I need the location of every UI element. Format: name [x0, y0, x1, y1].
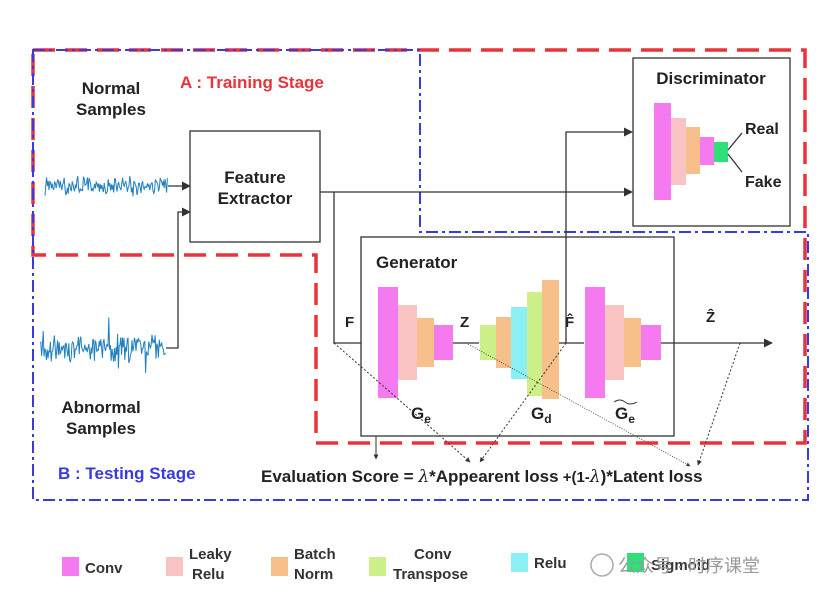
ge-conv-layer-2 [434, 325, 453, 360]
legend-swatch-batch-norm [271, 557, 288, 576]
wechat-icon [590, 553, 614, 577]
legend-label-batch-norm-line1: Batch [294, 546, 336, 563]
ge-tilde-mark [613, 399, 638, 405]
evaluation-score-formula: Evaluation Score = λ*Appearent loss +(1-… [261, 467, 703, 487]
gd-label: Gd [531, 404, 552, 426]
reconstructed-f-label: F̂ [565, 312, 574, 331]
feature-extractor-label-line1: Feature [224, 168, 285, 187]
legend-label-conv-transpose-line1: Conv [414, 546, 452, 563]
gd-convtranspose-layer [480, 325, 496, 360]
legend-swatch-sigmoid [627, 553, 644, 572]
recon-to-discriminator-arrow [559, 127, 633, 344]
ge-conv-layer [378, 287, 398, 398]
training-stage-title: A : Training Stage [180, 73, 324, 92]
disc-fake-label: Fake [745, 174, 782, 191]
ge-leaky-relu-layer [398, 305, 417, 380]
disc-leaky-relu-layer [671, 118, 686, 185]
abnormal-samples-label-line1: Abnormal [61, 398, 140, 417]
disc-sigmoid-layer [714, 142, 728, 162]
legend-label-sigmoid: Sigmoid [651, 557, 710, 574]
appearent-loss-fhat-connector [479, 342, 567, 463]
watermark: 公众号 · 时序课堂 [590, 553, 760, 577]
watermark-text: 公众号 · 时序课堂 [618, 556, 760, 576]
gd-batch-norm-layer-2 [542, 280, 559, 399]
abnormal-samples-label-line2: Samples [66, 419, 136, 438]
ge2-batch-norm-layer [624, 318, 641, 367]
gd-relu-layer [511, 307, 527, 379]
legend-label-leaky-relu-line2: Relu [192, 566, 225, 583]
legend-label-batch-norm-line2: Norm [294, 566, 333, 583]
abnormal-to-extractor-arrow [166, 207, 191, 349]
disc-fake-branch [727, 153, 743, 173]
normal-signal-waveform [44, 175, 168, 197]
disc-conv-layer-2 [700, 137, 714, 165]
feature-extractor-box [189, 130, 321, 243]
normal-samples-label-line2: Samples [76, 100, 146, 119]
normal-samples-label-line1: Normal [82, 79, 141, 98]
latent-loss-zhat-connector [697, 342, 741, 466]
abnormal-signal-waveform [39, 317, 166, 373]
disc-real-label: Real [745, 121, 779, 138]
legend-label-conv: Conv [85, 560, 123, 577]
disc-batch-norm-layer [686, 127, 700, 174]
feature-extractor-label-line2: Extractor [218, 189, 293, 208]
gd-convtranspose-layer-2 [527, 292, 542, 396]
generator-title: Generator [376, 253, 458, 272]
legend-swatch-relu [511, 553, 528, 572]
ge2-leaky-relu-layer [605, 305, 624, 380]
legend-swatch-leaky-relu [166, 557, 183, 576]
testing-stage-border [32, 49, 809, 501]
ge-label: Ge [411, 404, 431, 426]
ge2-conv-layer-2 [641, 325, 661, 360]
legend-label-leaky-relu-line1: Leaky [189, 546, 232, 563]
ge-tilde-label: Ge [615, 404, 635, 426]
legend-label-relu: Relu [534, 555, 567, 572]
legend: Conv Leaky Relu Batch Norm Conv Transpos… [62, 546, 710, 583]
training-stage-border [31, 48, 807, 445]
disc-conv-layer [654, 103, 671, 200]
latent-loss-z-connector [465, 342, 691, 467]
legend-swatch-conv [62, 557, 79, 576]
discriminator-title: Discriminator [656, 69, 766, 88]
disc-real-branch [727, 132, 743, 151]
generator-input-label: F [345, 314, 354, 331]
latent-z-label: Z [460, 314, 469, 331]
testing-stage-title: B : Testing Stage [58, 464, 196, 483]
ge-batch-norm-layer [417, 318, 434, 367]
latent-zhat-label: Ẑ [706, 308, 715, 326]
legend-swatch-conv-transpose [369, 557, 386, 576]
gd-batch-norm-layer [496, 317, 511, 368]
legend-label-conv-transpose-line2: Transpose [393, 566, 468, 583]
ge2-conv-layer [585, 287, 605, 398]
